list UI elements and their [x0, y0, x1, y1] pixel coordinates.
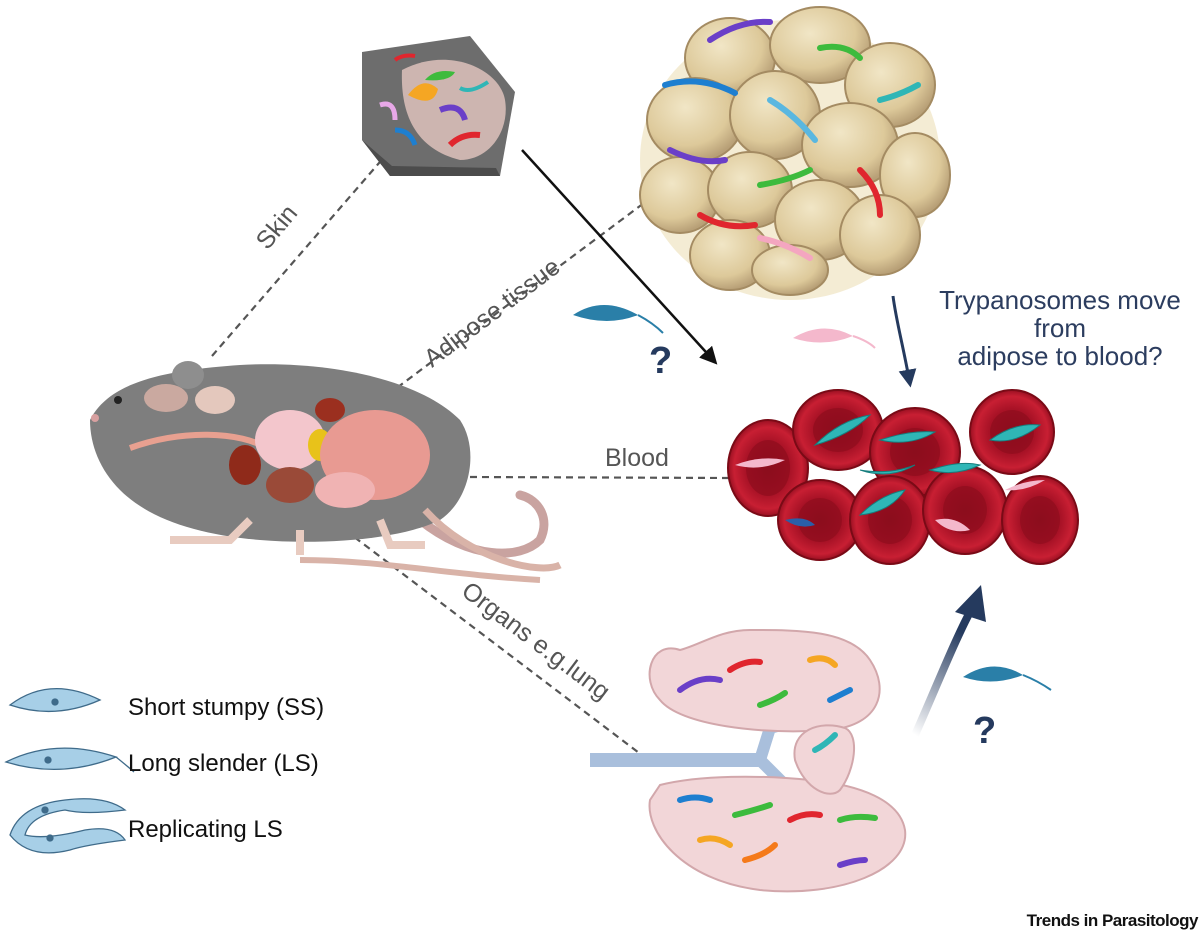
long-slender-trypanosome-icon [4, 747, 118, 771]
question-mark-2: ? [973, 710, 997, 752]
journal-credit: Trends in Parasitology [1026, 911, 1199, 930]
lung-to-blood-arrow [911, 608, 974, 739]
adipose-to-blood-question: Trypanosomes move from adipose to blood? [939, 285, 1181, 372]
free-trypanosome-2 [963, 666, 1023, 682]
connector-lines [211, 147, 731, 766]
lung-illustration [590, 628, 907, 893]
mouse-illustration [90, 361, 562, 583]
legend-label-long-slender: Long slender (LS) [128, 750, 319, 777]
free-trypanosome-pink [793, 328, 853, 343]
replicating-trypanosome-icon [9, 798, 127, 854]
adipose-to-blood-arrow [891, 295, 917, 388]
skin-to-blood-arrow [521, 149, 718, 365]
blood-label: Blood [605, 444, 669, 472]
free-trypanosome-1 [573, 305, 638, 321]
legend-label-replicating: Replicating LS [128, 816, 283, 843]
legend-label-short-stumpy: Short stumpy (SS) [128, 694, 325, 721]
legend-icons [4, 687, 135, 854]
blood-illustration [727, 389, 1079, 565]
skin-illustration [362, 36, 515, 176]
adipose-tissue-illustration [639, 6, 951, 300]
question-mark-1: ? [649, 340, 673, 382]
